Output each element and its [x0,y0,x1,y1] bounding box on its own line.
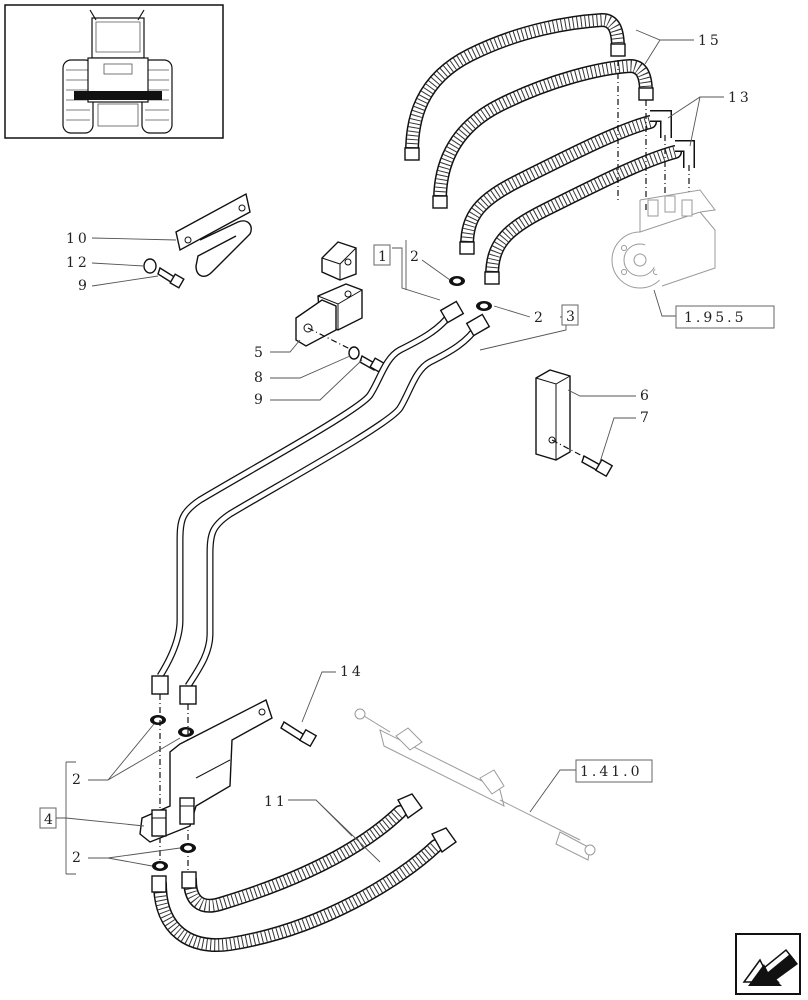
callout-13: 13 [728,90,752,106]
reference-box-141 [575,759,653,783]
callout-2-mid: 2 [72,772,84,788]
bolt-14 [280,720,318,748]
callout-4-box [39,807,57,829]
callout-12: 12 [66,255,90,271]
bolt-7 [581,454,614,478]
callout-14: 14 [340,664,364,680]
callout-2-upper-left: 2 [410,249,422,265]
reference-1-95-5: 1.95.5 [684,310,747,326]
hose-13-right [484,140,695,285]
reference-box-195 [675,305,775,329]
hose-15-lower [432,58,654,209]
callout-8: 8 [254,370,266,386]
callout-5: 5 [254,345,266,361]
tractor-thumbnail [4,4,224,139]
plate-6 [535,369,591,461]
callout-2-low: 2 [72,850,84,866]
washer-2-mid-right [178,727,194,737]
bolt-9-upper [157,266,185,289]
washer-2-low-left [152,861,168,871]
washer-2-low-right [180,843,196,853]
nut-12 [143,258,157,274]
callout-7: 7 [640,410,652,426]
callout-6: 6 [640,388,652,404]
callout-9-lower: 9 [254,392,266,408]
hose-15-upper [404,12,626,161]
tractor-rear-view-icon [62,9,173,134]
callout-3-box [561,304,579,326]
washer-2-top-left [449,276,465,286]
steering-valve [611,189,716,289]
callout-9-upper: 9 [78,278,90,294]
callout-3: 3 [566,309,578,325]
callout-1-box [373,244,391,266]
hose-11-upper [181,793,423,913]
pipe-1 [151,300,465,695]
bracket-4 [139,699,273,843]
callout-15: 15 [698,33,722,49]
callout-2-upper-right: 2 [534,310,546,326]
bracket-10 [175,192,252,277]
hose-13-left [459,110,672,255]
callout-10: 10 [66,231,90,247]
washer-8 [348,346,360,360]
previous-page-arrow-icon[interactable] [735,933,801,995]
clamp-5 [295,241,363,351]
hose-11-lower [151,827,457,952]
washer-2-mid-left [150,715,166,725]
steering-cylinder [354,708,596,861]
callout-1: 1 [378,249,390,265]
callout-11: 11 [264,794,288,810]
reference-1-41-0: 1.41.0 [580,764,643,780]
pipe-3 [179,313,491,705]
callout-4: 4 [44,812,56,828]
washer-2-top-right [476,301,492,311]
